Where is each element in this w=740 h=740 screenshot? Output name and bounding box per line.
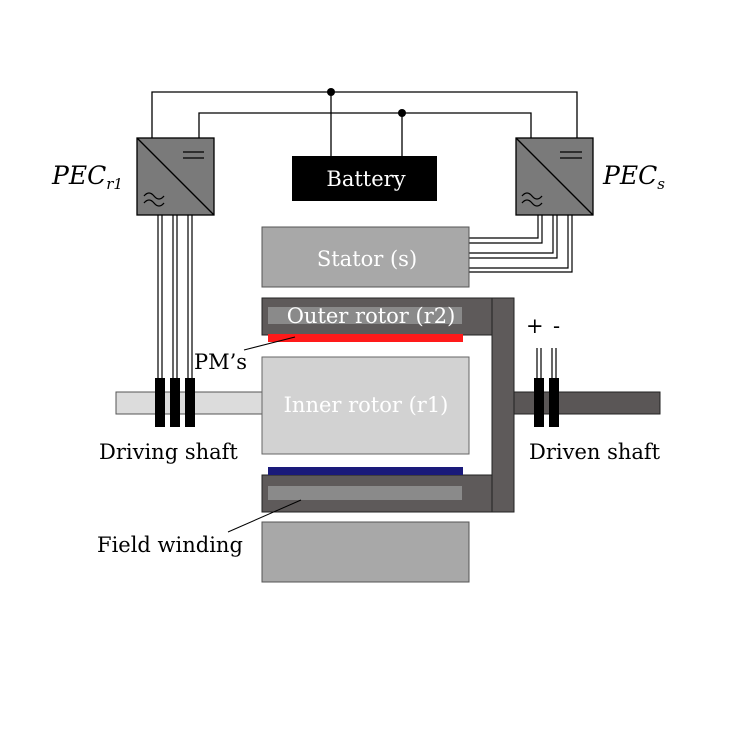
pec-r1-label: PECr1 — [51, 161, 123, 193]
stator-bottom — [261, 521, 470, 583]
driven-slip-rings — [534, 348, 559, 427]
inner-rotor — [261, 356, 470, 455]
junction-dot — [398, 109, 406, 117]
pms-leader-line — [243, 336, 296, 351]
pm-top — [268, 334, 463, 342]
pec-s-converter — [515, 137, 594, 216]
pm-bottom — [268, 467, 463, 475]
outer-rotor-frame — [261, 297, 515, 513]
driven-shaft-label: Driven shaft — [529, 440, 661, 464]
pec-s-phase-lines — [469, 215, 573, 273]
minus-sign: - — [553, 314, 560, 338]
pms-label: PM’s — [194, 350, 247, 374]
plus-sign: + — [526, 314, 544, 338]
driving-shaft-label: Driving shaft — [99, 440, 238, 464]
inner-rotor-label: Inner rotor (r1) — [284, 393, 449, 417]
pec-r1-phase-lines — [157, 215, 193, 378]
field-winding-leader-line — [227, 499, 302, 533]
outer-rotor-label: Outer rotor (r2) — [287, 304, 456, 328]
field-winding-label: Field winding — [97, 533, 243, 557]
junction-dot — [327, 88, 335, 96]
stator-top — [261, 226, 470, 288]
pec-s-label: PECs — [602, 161, 665, 193]
dc-bus-wiring — [151, 91, 578, 156]
driving-slip-rings — [155, 378, 195, 427]
stator-label: Stator (s) — [317, 247, 417, 271]
pec-r1-converter — [136, 137, 215, 216]
battery-label: Battery — [326, 167, 405, 191]
battery-box — [292, 156, 437, 201]
